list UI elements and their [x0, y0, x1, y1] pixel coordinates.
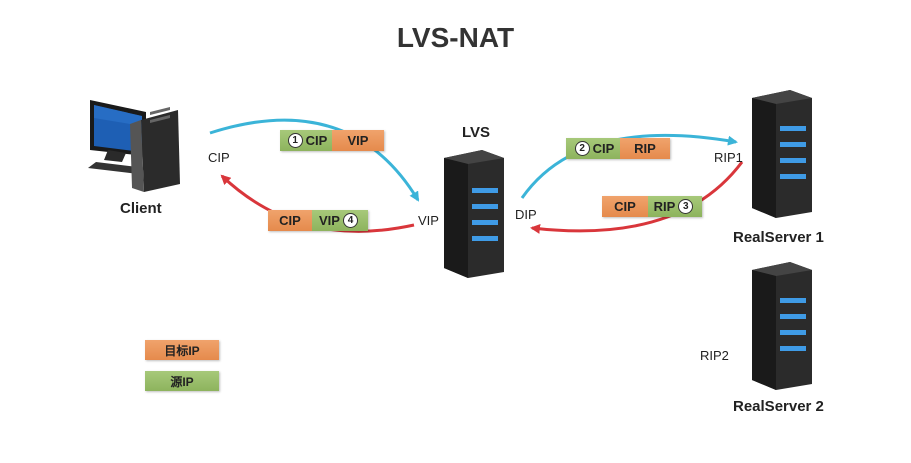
packet-2-src: 2 CIP	[566, 138, 620, 159]
legend-dest-ip-text: 目标IP	[164, 343, 200, 358]
packet-4-dst-text: CIP	[279, 213, 301, 228]
packet-2-src-text: CIP	[592, 141, 615, 156]
client-label: Client	[120, 200, 162, 217]
realserver1-rip-label: RIP1	[714, 150, 743, 165]
packet-2-dst: RIP	[620, 138, 670, 159]
lvs-server-icon	[444, 150, 504, 278]
legend-dest-ip: 目标IP	[145, 340, 219, 360]
packet-3-dst: CIP	[602, 196, 648, 217]
packet-4-src: VIP 4	[312, 210, 368, 231]
client-computer-icon	[88, 100, 180, 192]
packet-4-step: 4	[342, 213, 358, 228]
packet-3-src-text: RIP	[653, 199, 676, 214]
lvs-dip-label: DIP	[515, 207, 537, 222]
packet-3: CIP RIP 3	[602, 196, 702, 217]
packet-3-step: 3	[678, 199, 694, 214]
packet-1: 1 CIP VIP	[280, 130, 384, 151]
packet-4-src-text: VIP	[319, 213, 340, 228]
arrow-realserver1-to-lvs	[530, 161, 744, 234]
realserver1-icon	[752, 90, 812, 218]
packet-4-dst: CIP	[268, 210, 312, 231]
packet-1-dst: VIP	[332, 130, 384, 151]
lvs-label: LVS	[462, 124, 491, 141]
packet-4: CIP VIP 4	[268, 210, 368, 231]
realserver2-label: RealServer 2	[733, 398, 824, 415]
diagram-title: LVS-NAT	[396, 22, 515, 53]
packet-3-src: RIP 3	[648, 196, 702, 217]
realserver1-label: RealServer 1	[733, 229, 824, 246]
lvs-vip-label: VIP	[418, 213, 439, 228]
packet-3-dst-text: CIP	[614, 199, 636, 214]
realserver2-icon	[752, 262, 812, 390]
legend-src-ip-text: 源IP	[170, 374, 194, 389]
packet-1-src: 1 CIP	[280, 130, 332, 151]
client-cip-label: CIP	[208, 150, 230, 165]
packet-1-dst-text: VIP	[347, 133, 369, 148]
packet-2: 2 CIP RIP	[566, 138, 670, 159]
packet-1-src-text: CIP	[305, 133, 328, 148]
realserver2-rip-label: RIP2	[700, 348, 729, 363]
legend-src-ip: 源IP	[145, 371, 219, 391]
packet-2-dst-text: RIP	[634, 141, 656, 156]
packet-1-step: 1	[287, 133, 303, 148]
packet-2-step: 2	[574, 141, 590, 156]
arrow-client-to-lvs	[209, 118, 420, 202]
